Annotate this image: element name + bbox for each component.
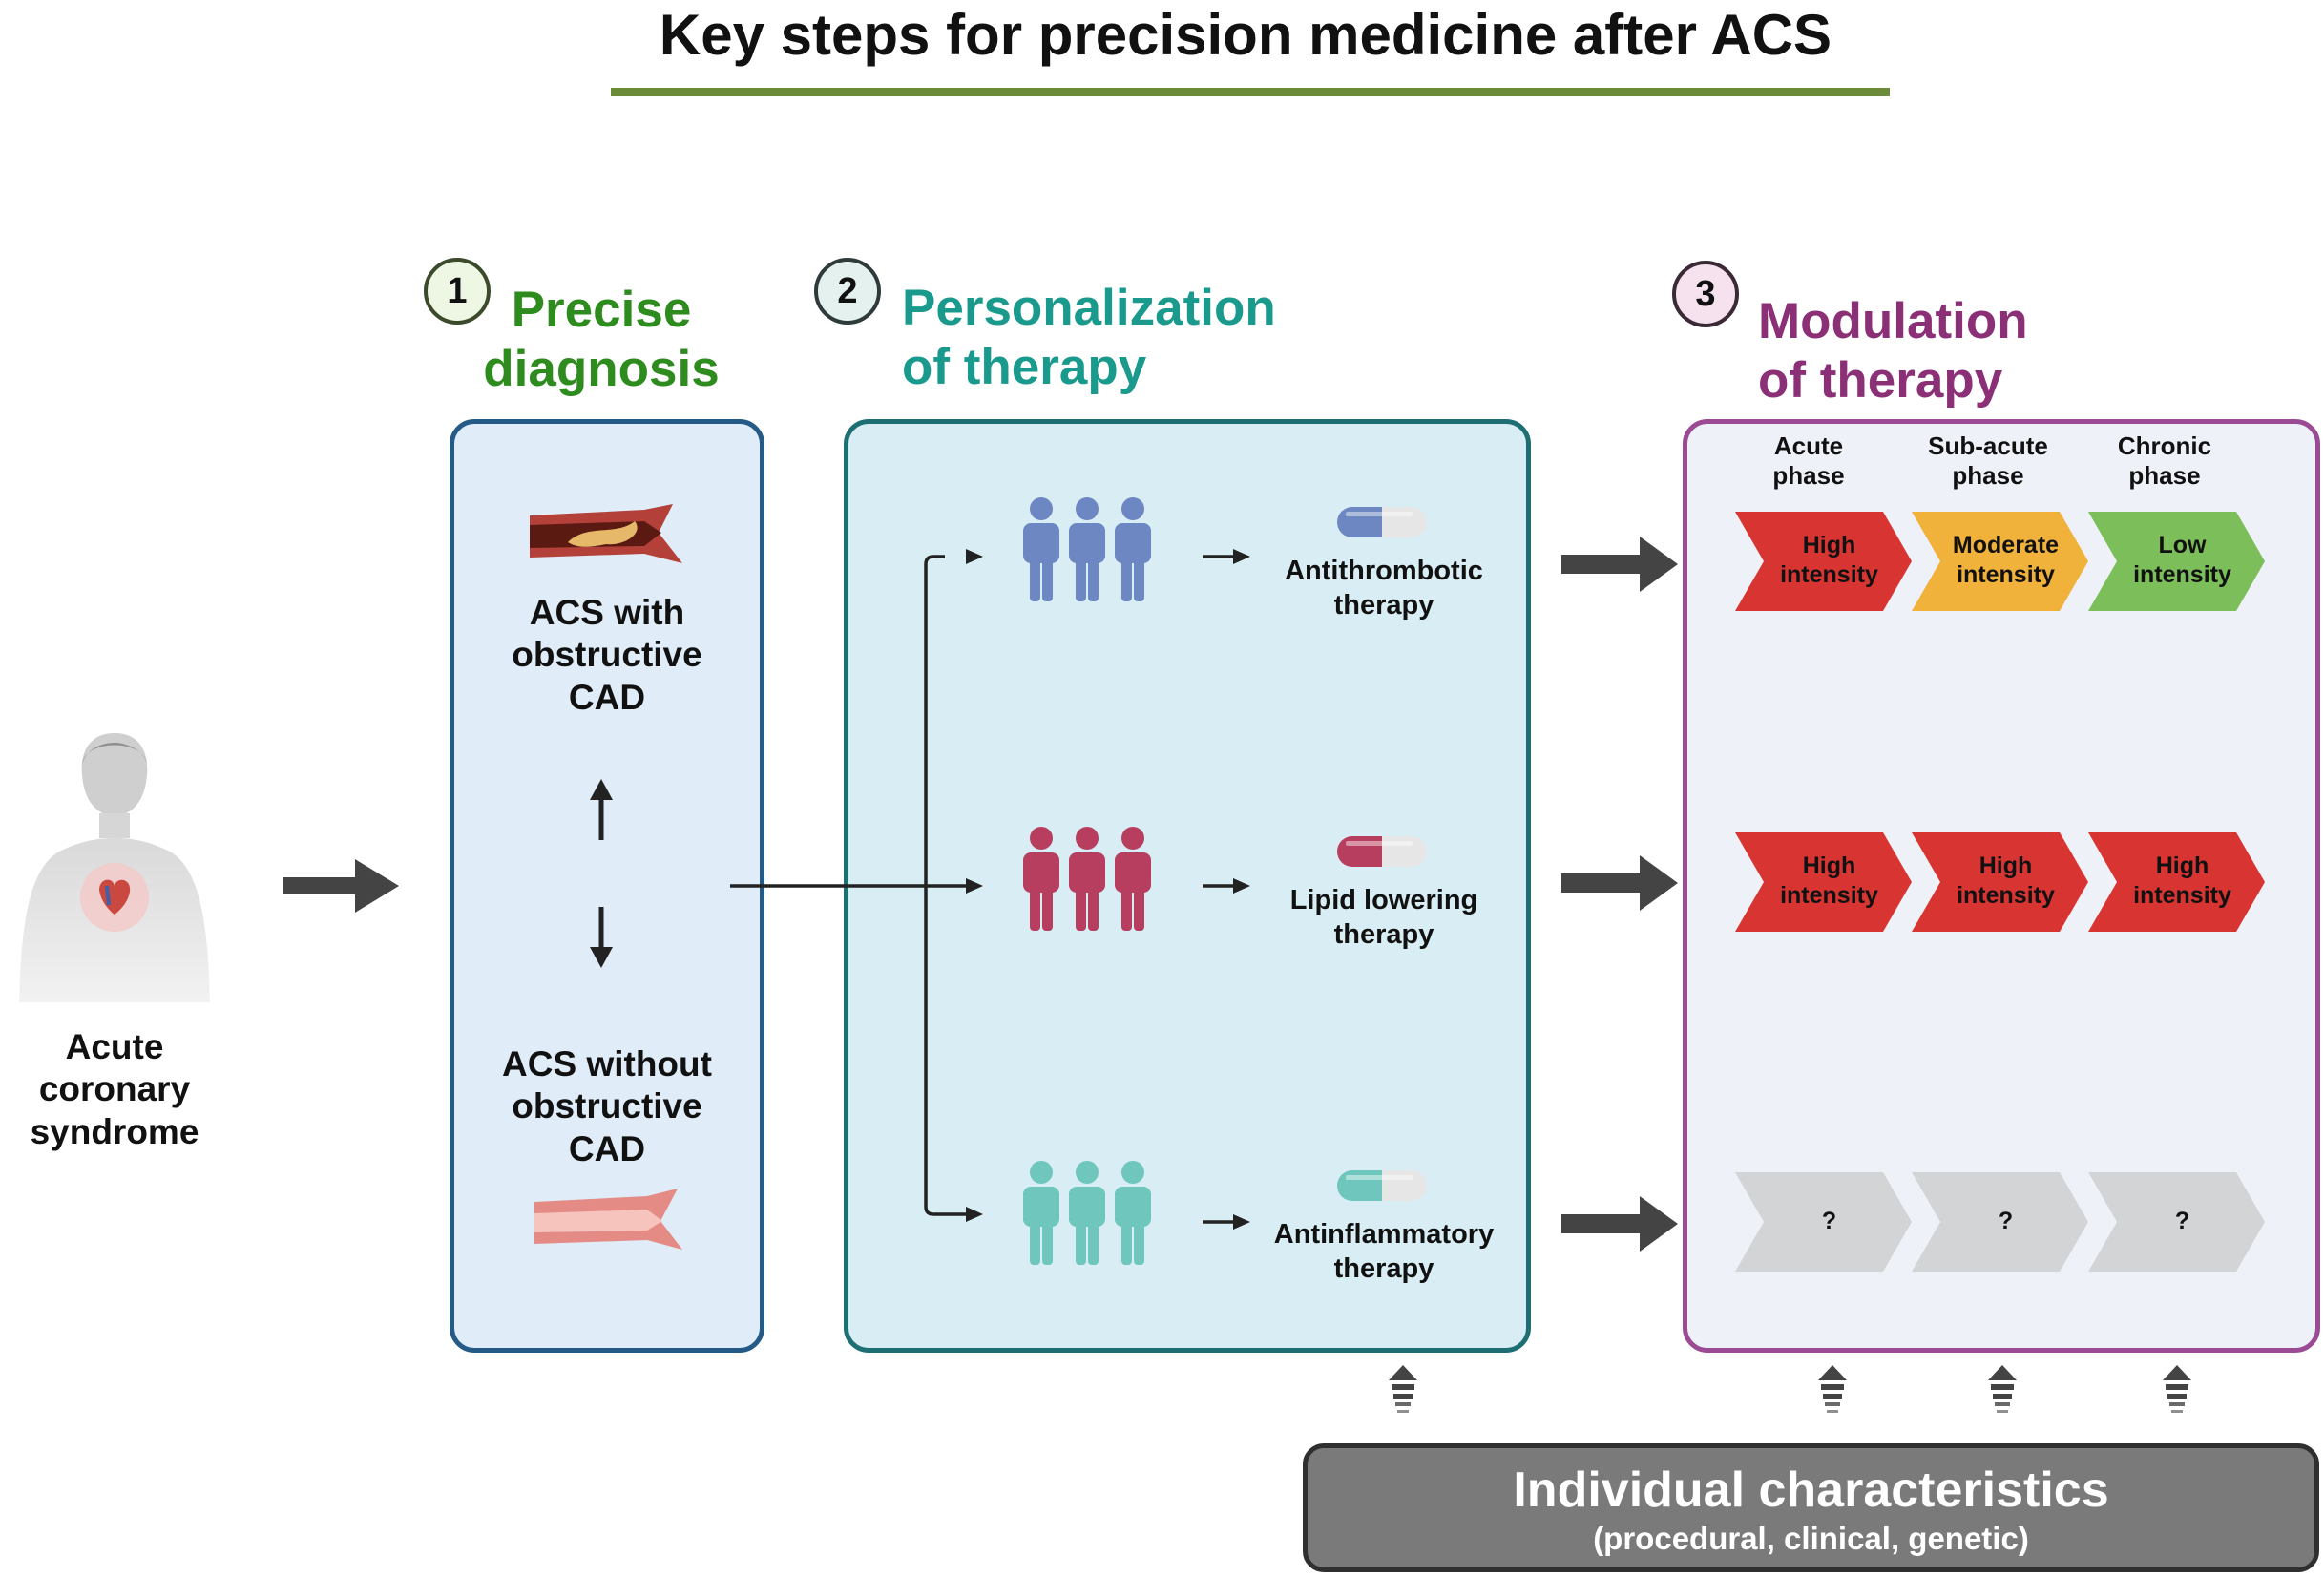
intensity-label: High intensity bbox=[1760, 852, 1898, 912]
intensity-label-line: intensity bbox=[1780, 882, 1878, 910]
step-3-badge: 3 bbox=[1672, 261, 1739, 327]
intensity-label-line: intensity bbox=[1957, 561, 2055, 589]
patient-label: Acute coronary syndrome bbox=[0, 1026, 229, 1153]
people-red-icon bbox=[1017, 826, 1161, 933]
intensity-label: High intensity bbox=[1937, 852, 2075, 912]
intensity-label: High intensity bbox=[1760, 531, 1898, 591]
intensity-label-line: High bbox=[1979, 852, 2033, 879]
intensity-chevron-unknown: ? bbox=[2088, 1172, 2265, 1272]
people-blue-icon bbox=[1017, 496, 1161, 603]
phase-header-line: Sub-acute bbox=[1928, 431, 2048, 460]
individual-characteristics-subtitle: (procedural, clinical, genetic) bbox=[1593, 1521, 2029, 1556]
intensity-label-line: intensity bbox=[2133, 882, 2231, 910]
phase-header-line: Acute bbox=[1773, 431, 1844, 460]
intensity-chevron-high: High intensity bbox=[1735, 512, 1912, 611]
step-2-badge: 2 bbox=[814, 258, 881, 325]
intensity-label-line: High bbox=[2155, 852, 2209, 879]
step-3-heading: Modulation of therapy bbox=[1758, 293, 2028, 409]
phase-header-line: phase bbox=[1772, 461, 1845, 491]
patient-figure bbox=[0, 726, 229, 1002]
individual-characteristics-box: Individual characteristics (procedural, … bbox=[1303, 1443, 2319, 1572]
branch-arrowheads bbox=[966, 549, 1250, 1230]
intensity-chevron-high: High intensity bbox=[2088, 832, 2265, 932]
therapy-label-line: Lipid lowering bbox=[1289, 885, 1478, 915]
intensity-label-line: intensity bbox=[1780, 561, 1878, 589]
pill-capsule-icon bbox=[1336, 1169, 1428, 1202]
acs-obstructive-line: obstructive bbox=[512, 635, 702, 675]
pill-capsule-icon bbox=[1336, 506, 1428, 538]
patient-to-diagnosis-arrow bbox=[283, 859, 399, 913]
intensity-label-line: High bbox=[1802, 852, 1856, 879]
acs-obstructive-label: ACS with obstructive CAD bbox=[454, 592, 760, 719]
intensity-chevron-unknown: ? bbox=[1735, 1172, 1912, 1272]
step-1-heading-line: Precise bbox=[511, 282, 692, 338]
human-torso-icon bbox=[19, 733, 210, 1002]
intensity-label: Moderate intensity bbox=[1937, 531, 2075, 591]
diagram-title: Key steps for precision medicine after A… bbox=[659, 3, 1832, 67]
intensity-chevron-unknown: ? bbox=[1912, 1172, 2088, 1272]
phase-header-chronic: Chronic phase bbox=[2074, 431, 2255, 491]
title-underline bbox=[611, 88, 1890, 96]
intensity-label-line: intensity bbox=[1957, 882, 2055, 910]
therapy-label-line: Antithrombotic bbox=[1285, 556, 1483, 586]
therapy-label-line: Antinflammatory bbox=[1273, 1219, 1495, 1250]
step-1-heading-line: diagnosis bbox=[483, 341, 720, 397]
normal-artery-icon bbox=[534, 1189, 682, 1250]
patient-label-line: syndrome bbox=[30, 1111, 199, 1151]
intensity-label: ? bbox=[1937, 1207, 2075, 1236]
people-teal-icon bbox=[1017, 1160, 1161, 1267]
acs-nonobstructive-line: CAD bbox=[568, 1128, 646, 1168]
acs-nonobstructive-label: ACS without obstructive CAD bbox=[454, 1043, 760, 1170]
intensity-label-line: High bbox=[1802, 532, 1856, 558]
intensity-label-line: ? bbox=[1821, 1208, 1837, 1234]
step-1-badge: 1 bbox=[424, 258, 491, 325]
pill-capsule-icon bbox=[1336, 835, 1428, 868]
intensity-label: ? bbox=[2113, 1207, 2251, 1236]
acs-obstructive-line: ACS with bbox=[529, 593, 685, 632]
phase-header-line: phase bbox=[1952, 461, 2024, 491]
intensity-label-line: intensity bbox=[2133, 561, 2231, 589]
phase-header-line: Chronic bbox=[2117, 431, 2212, 460]
phase-header-subacute: Sub-acute phase bbox=[1897, 431, 2079, 491]
to-modulation-arrows bbox=[1561, 537, 1678, 1252]
intensity-label: ? bbox=[1760, 1207, 1898, 1236]
patient-label-line: coronary bbox=[38, 1069, 191, 1109]
intensity-label-line: Low bbox=[2158, 532, 2207, 558]
therapy-label: Antithrombotic therapy bbox=[1255, 554, 1513, 623]
up-down-arrows-icon bbox=[590, 779, 613, 968]
individual-characteristics-title: Individual characteristics bbox=[1513, 1462, 2109, 1518]
intensity-chevron-high: High intensity bbox=[1912, 832, 2088, 932]
therapy-label: Lipid lowering therapy bbox=[1255, 883, 1513, 953]
phase-header-line: phase bbox=[2128, 461, 2201, 491]
intensity-label: Low intensity bbox=[2113, 531, 2251, 591]
intensity-label-line: Moderate bbox=[1952, 532, 2060, 558]
dashed-up-arrows bbox=[1389, 1365, 2191, 1413]
therapy-label-line: therapy bbox=[1333, 1253, 1434, 1285]
patient-label-line: Acute bbox=[65, 1027, 164, 1066]
obstructed-artery-icon bbox=[530, 504, 682, 563]
intensity-label: High intensity bbox=[2113, 852, 2251, 912]
intensity-label-line: ? bbox=[2174, 1208, 2190, 1234]
branch-arrows bbox=[730, 555, 1241, 1224]
intensity-chevron-low: Low intensity bbox=[2088, 512, 2265, 611]
therapy-label-line: therapy bbox=[1333, 590, 1434, 621]
step-2-heading: Personalization of therapy bbox=[902, 280, 1276, 395]
therapy-label-line: therapy bbox=[1333, 919, 1434, 951]
step-1-heading: Precise diagnosis bbox=[482, 281, 721, 399]
phase-header-acute: Acute phase bbox=[1718, 431, 1899, 491]
intensity-label-line: ? bbox=[1998, 1208, 2014, 1234]
acs-nonobstructive-line: ACS without bbox=[502, 1044, 712, 1084]
intensity-chevron-high: High intensity bbox=[1735, 832, 1912, 932]
acs-obstructive-line: CAD bbox=[568, 677, 646, 717]
intensity-chevron-moderate: Moderate intensity bbox=[1912, 512, 2088, 611]
acs-nonobstructive-line: obstructive bbox=[512, 1086, 702, 1126]
